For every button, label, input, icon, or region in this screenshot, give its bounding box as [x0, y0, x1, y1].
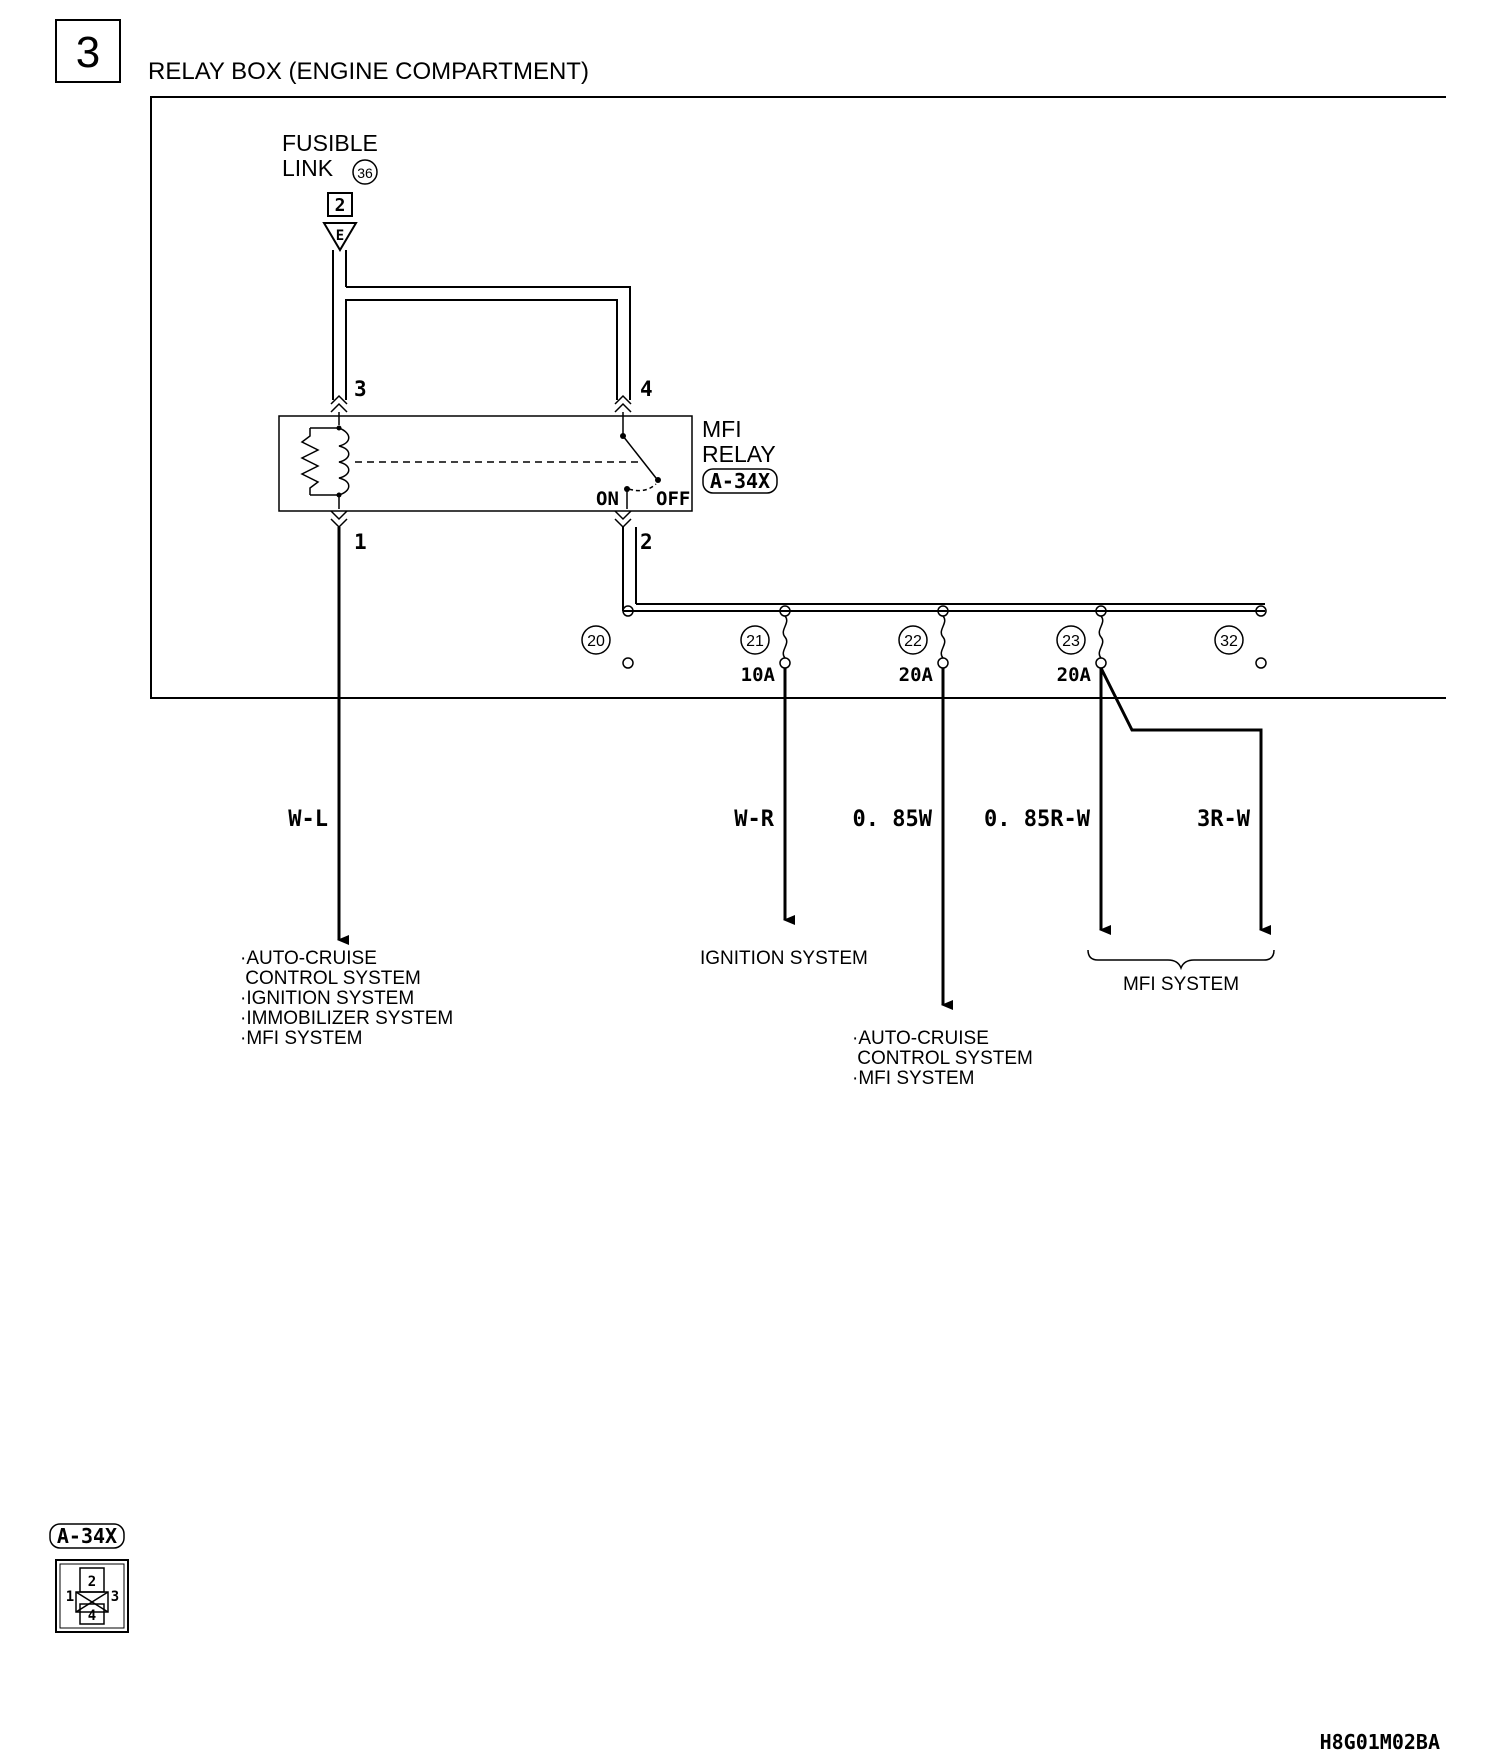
svg-text:20: 20 — [587, 633, 605, 650]
fuse-32: 32 — [1214, 605, 1267, 669]
page-title: RELAY BOX (ENGINE COMPARTMENT) — [148, 58, 589, 85]
fuse-20: 20 — [581, 605, 634, 669]
connector-face-view: 1 2 3 4 — [55, 1559, 129, 1633]
relay-off-label: OFF — [656, 488, 690, 510]
wire-label-w-l: W-L — [288, 807, 328, 832]
svg-text:·IMMOBILIZER SYSTEM: ·IMMOBILIZER SYSTEM — [240, 1008, 453, 1029]
relay-connector-id: A-34X — [710, 469, 770, 493]
fusible-link-label: FUSIBLE — [282, 130, 378, 156]
connector-pin: 2 — [335, 195, 346, 216]
wire-label-0-85r-w: 0. 85R-W — [984, 807, 1091, 832]
svg-text:3: 3 — [111, 1589, 119, 1605]
fusible-link-label-2: LINK — [282, 155, 334, 181]
mfi-relay-box — [278, 415, 693, 512]
fusible-link-number-circle — [352, 159, 378, 185]
svg-text:·IGNITION SYSTEM: ·IGNITION SYSTEM — [240, 988, 414, 1009]
connector-view-id-badge — [49, 1523, 125, 1549]
svg-text:20A: 20A — [1057, 664, 1092, 686]
destination-ignition-system: IGNITION SYSTEM — [700, 948, 868, 969]
relay-pin-4-label: 4 — [640, 377, 653, 401]
wire-label-3r-w: 3R-W — [1197, 807, 1251, 832]
svg-text:·MFI SYSTEM: ·MFI SYSTEM — [852, 1068, 974, 1089]
svg-text:·MFI SYSTEM: ·MFI SYSTEM — [240, 1028, 362, 1049]
connector-view-id: A-34X — [57, 1524, 117, 1548]
destination-w-l: ·AUTO-CRUISE CONTROL SYSTEM ·IGNITION SY… — [240, 948, 453, 1049]
relay-pin-1-connector — [330, 510, 348, 529]
relay-pin-1-label: 1 — [354, 530, 367, 554]
relay-pin-4-connector — [614, 394, 632, 413]
svg-text:23: 23 — [1062, 633, 1080, 650]
relay-name: MFI — [702, 416, 742, 442]
svg-text:·AUTO-CRUISE: ·AUTO-CRUISE — [852, 1028, 989, 1049]
svg-text:32: 32 — [1220, 633, 1238, 650]
relay-pin-2-label: 2 — [640, 530, 653, 554]
connector-letter: E — [336, 228, 344, 244]
fuse-22: 22 20A — [898, 605, 949, 686]
wire-label-0-85w: 0. 85W — [853, 807, 933, 832]
supply-wire — [332, 250, 631, 400]
relay-connector-id-badge — [702, 468, 778, 494]
relay-box-frame — [150, 96, 1446, 699]
fuse-21: 21 10A — [740, 605, 791, 686]
mfi-system-brace — [1087, 949, 1275, 971]
svg-text:4: 4 — [88, 1608, 96, 1624]
svg-text:22: 22 — [904, 633, 922, 650]
relay-pin-2-connector — [614, 510, 632, 529]
svg-text:20A: 20A — [899, 664, 934, 686]
section-number: 3 — [76, 28, 100, 77]
relay-pin-3-label: 3 — [354, 377, 367, 401]
figure-code: H8G01M02BA — [1320, 1730, 1440, 1754]
relay-switch-symbol — [620, 412, 661, 509]
fuse-23: 23 20A — [1056, 605, 1107, 686]
relay-pin-3-connector — [330, 394, 348, 413]
relay-coil-symbol — [300, 412, 350, 509]
section-number-box — [55, 19, 121, 83]
relay-name-2: RELAY — [702, 441, 776, 467]
svg-text:CONTROL SYSTEM: CONTROL SYSTEM — [852, 1048, 1033, 1069]
connector-triangle — [322, 222, 358, 252]
fusible-link-number: 36 — [357, 165, 373, 181]
svg-text:·AUTO-CRUISE: ·AUTO-CRUISE — [240, 948, 377, 969]
fuse-bus — [622, 527, 1265, 612]
svg-text:CONTROL SYSTEM: CONTROL SYSTEM — [240, 968, 421, 989]
svg-text:2: 2 — [88, 1574, 96, 1590]
svg-text:10A: 10A — [741, 664, 776, 686]
wire-3r-w — [1099, 667, 1271, 935]
svg-text:21: 21 — [746, 633, 764, 650]
destination-0-85w: ·AUTO-CRUISE CONTROL SYSTEM ·MFI SYSTEM — [852, 1028, 1033, 1089]
relay-on-label: ON — [596, 488, 619, 510]
destination-mfi-system: MFI SYSTEM — [1123, 974, 1239, 995]
wire-label-w-r: W-R — [734, 807, 774, 832]
connector-pin-box — [327, 192, 353, 217]
svg-text:1: 1 — [66, 1589, 74, 1605]
